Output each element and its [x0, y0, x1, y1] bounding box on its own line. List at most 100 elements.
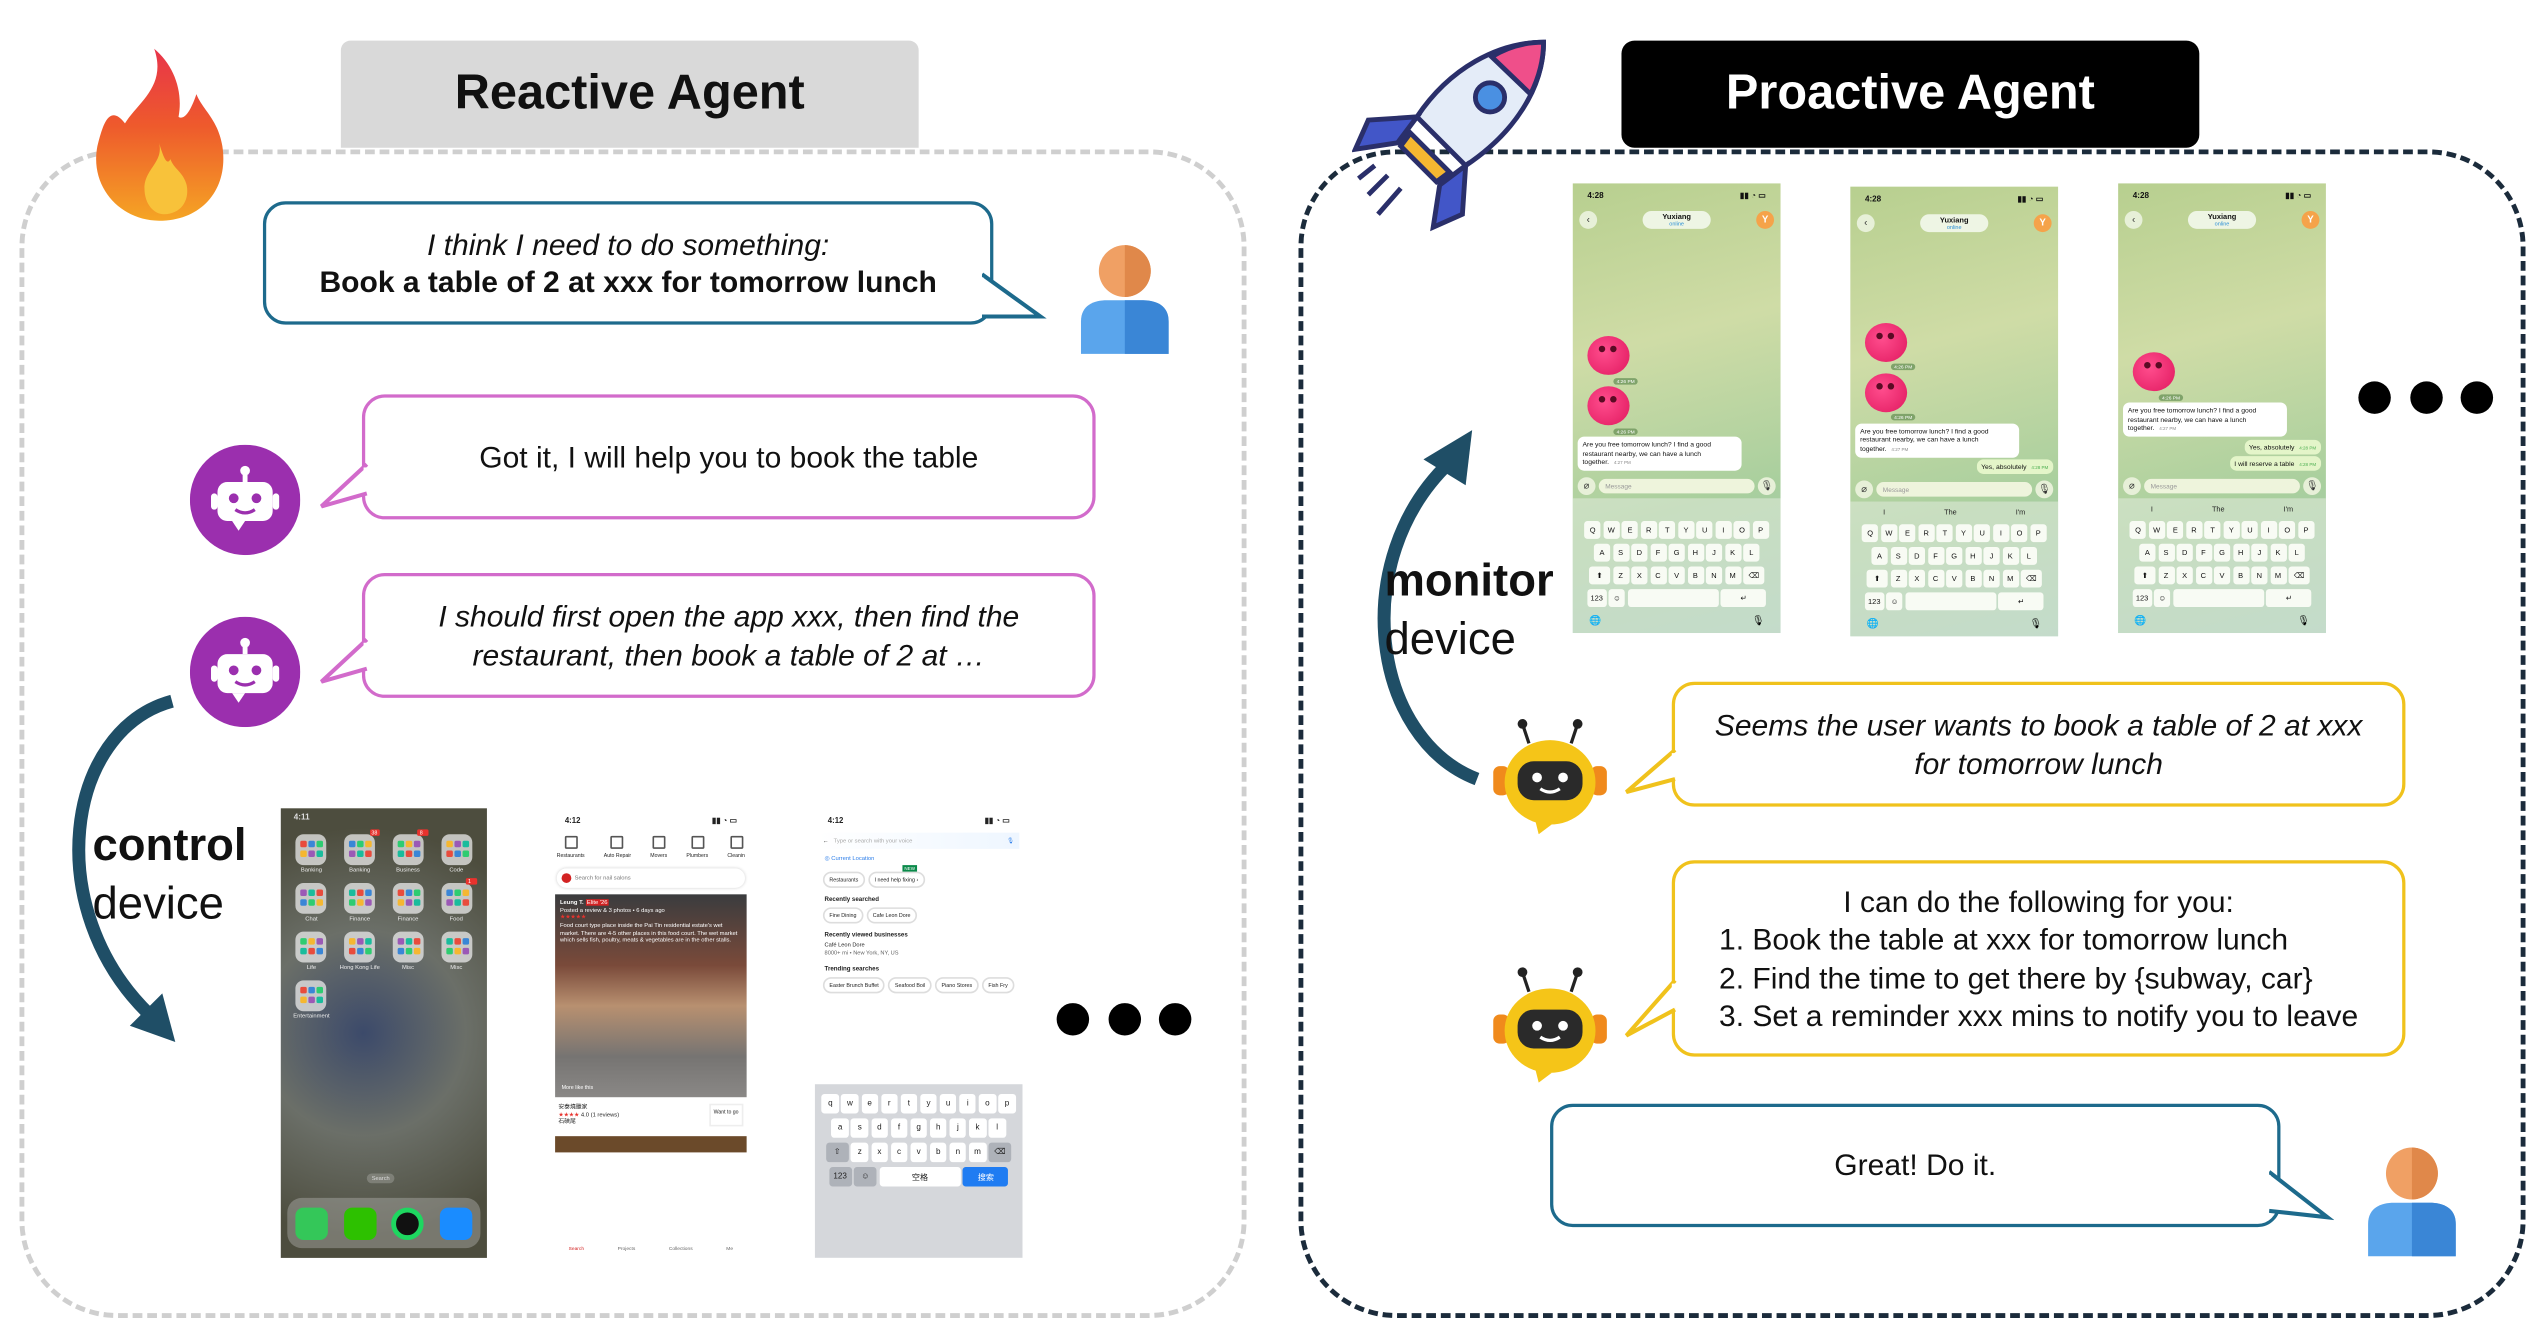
back-button[interactable]: ‹: [1856, 214, 1875, 233]
key[interactable]: O: [2011, 524, 2028, 543]
key[interactable]: a: [831, 1118, 849, 1138]
key[interactable]: M: [2002, 569, 2019, 588]
key[interactable]: G: [1946, 546, 1963, 565]
key[interactable]: X: [1908, 569, 1925, 588]
app-folder[interactable]: Misc: [432, 931, 480, 971]
key[interactable]: w: [841, 1093, 859, 1114]
key[interactable]: A: [1871, 546, 1888, 565]
key[interactable]: ⌫: [988, 1142, 1012, 1163]
category-2[interactable]: Movers: [650, 835, 667, 859]
message-input[interactable]: Message: [1598, 478, 1755, 494]
key[interactable]: W: [1603, 521, 1620, 539]
trending-chip[interactable]: Easter Brunch Buffet: [822, 976, 886, 993]
dictation-mic-icon[interactable]: 🎙: [2029, 620, 2042, 630]
key[interactable]: R: [1918, 524, 1935, 543]
back-arrow-icon[interactable]: ←: [822, 837, 829, 845]
key[interactable]: D: [1631, 543, 1648, 562]
category-1[interactable]: Auto Repair: [604, 835, 631, 859]
key[interactable]: U: [1696, 521, 1713, 539]
trending-chip[interactable]: Seafood Boil: [888, 976, 932, 993]
attach-icon[interactable]: ⌀: [1577, 477, 1596, 496]
tab-me[interactable]: Me: [726, 1244, 734, 1252]
key[interactable]: k: [969, 1118, 987, 1138]
tab-projects[interactable]: Projects: [617, 1244, 636, 1252]
yelp-search-input[interactable]: Search for nail salons: [557, 868, 745, 887]
app-folder[interactable]: Hong Kong Life: [336, 931, 384, 971]
attach-icon[interactable]: ⌀: [1855, 480, 1874, 499]
suggestion[interactable]: I'm: [2283, 504, 2294, 513]
key[interactable]: ⇧: [825, 1142, 849, 1163]
key[interactable]: B: [2232, 566, 2249, 585]
key[interactable]: Z: [1890, 569, 1907, 588]
key[interactable]: V: [1946, 569, 1963, 588]
app-folder[interactable]: Entertainment: [287, 980, 335, 1019]
key[interactable]: Q: [2129, 521, 2147, 539]
key[interactable]: x: [870, 1142, 888, 1163]
category-3[interactable]: Plumbers: [686, 835, 708, 859]
globe-icon[interactable]: 🌐: [1866, 620, 1879, 630]
emoji-key[interactable]: ☺: [1608, 589, 1626, 608]
key[interactable]: ⌫: [2288, 566, 2310, 585]
app-folder[interactable]: Misc: [384, 931, 432, 971]
key[interactable]: W: [2148, 521, 2165, 539]
safari-app-icon[interactable]: [440, 1206, 473, 1240]
key[interactable]: b: [929, 1142, 947, 1163]
key[interactable]: F: [2195, 543, 2212, 562]
app-folder[interactable]: Life: [287, 931, 335, 971]
key[interactable]: Q: [1862, 524, 1879, 543]
key[interactable]: y: [919, 1093, 938, 1114]
key[interactable]: e: [861, 1093, 879, 1114]
key[interactable]: F: [1927, 546, 1944, 565]
key[interactable]: I: [1715, 521, 1732, 539]
key[interactable]: M: [1724, 566, 1741, 585]
key[interactable]: ⬆: [1589, 566, 1611, 585]
key[interactable]: i: [959, 1093, 977, 1114]
key[interactable]: D: [2176, 543, 2193, 562]
key[interactable]: G: [2213, 543, 2231, 562]
search-key[interactable]: 搜索: [963, 1167, 1009, 1187]
dictation-mic-icon[interactable]: 🎙: [1751, 616, 1765, 627]
key[interactable]: Y: [1677, 521, 1695, 539]
key-123[interactable]: 123: [1864, 592, 1885, 611]
key[interactable]: G: [1668, 543, 1685, 562]
key[interactable]: L: [2288, 543, 2305, 562]
key[interactable]: L: [1743, 543, 1760, 562]
key[interactable]: C: [1649, 566, 1667, 585]
suggestion[interactable]: I: [2150, 504, 2153, 513]
return-key[interactable]: ↵: [2266, 589, 2312, 608]
globe-icon[interactable]: 🌐: [2134, 616, 2147, 627]
key[interactable]: l: [988, 1118, 1006, 1138]
key[interactable]: u: [939, 1093, 957, 1114]
space-key[interactable]: 空格: [879, 1167, 961, 1187]
back-button[interactable]: ‹: [2124, 211, 2143, 229]
key[interactable]: f: [890, 1118, 908, 1138]
key[interactable]: d: [870, 1118, 888, 1138]
tab-collections[interactable]: Collections: [668, 1244, 693, 1252]
trending-chip[interactable]: Piano Stores: [935, 976, 979, 993]
key[interactable]: o: [978, 1093, 996, 1114]
key[interactable]: X: [2176, 566, 2193, 585]
wechat-app-icon[interactable]: [343, 1206, 376, 1240]
review-card[interactable]: Leung T. Elite '26 Posted a review & 3 p…: [555, 894, 747, 1098]
key[interactable]: E: [2167, 521, 2184, 539]
key[interactable]: J: [1983, 546, 2000, 565]
key[interactable]: g: [910, 1118, 928, 1138]
key[interactable]: T: [1936, 524, 1953, 543]
key[interactable]: Z: [1612, 566, 1629, 585]
app-folder[interactable]: Finance: [336, 882, 384, 922]
mic-icon[interactable]: 🎙: [2035, 480, 2054, 499]
key[interactable]: S: [2157, 543, 2175, 562]
tab-search[interactable]: Search: [568, 1244, 585, 1252]
key[interactable]: I: [2260, 521, 2277, 539]
contact-avatar[interactable]: Y: [1756, 211, 1775, 229]
recent-search-chip[interactable]: Fine Dining: [822, 907, 863, 924]
key[interactable]: q: [821, 1093, 839, 1114]
key[interactable]: p: [998, 1093, 1016, 1114]
key[interactable]: Z: [2157, 566, 2175, 585]
chip-help-fixing[interactable]: I need help fixing › NEW: [868, 865, 925, 888]
